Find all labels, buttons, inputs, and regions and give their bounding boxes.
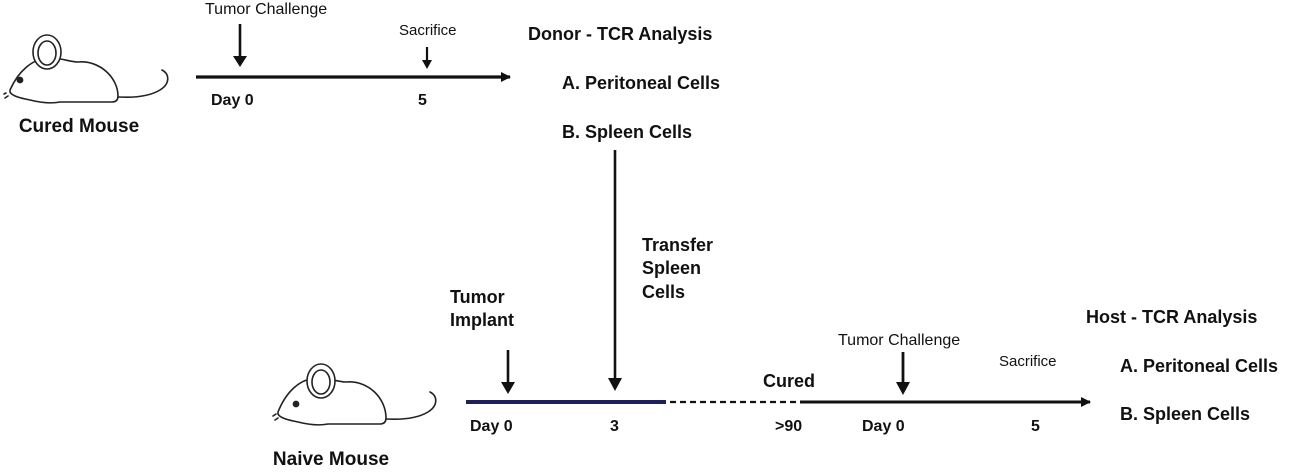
transfer-label-line1: Transfer bbox=[642, 235, 714, 255]
host-analysis-peritoneal: A. Peritoneal Cells bbox=[1120, 356, 1279, 376]
naive-mouse-icon bbox=[272, 363, 437, 426]
donor-analysis-peritoneal: A. Peritoneal Cells bbox=[562, 73, 721, 93]
donor-analysis-title: Donor - TCR Analysis bbox=[528, 24, 713, 44]
donor-day-start: Day 0 bbox=[211, 92, 254, 109]
tumor-implant-label: Tumor Implant bbox=[450, 286, 514, 333]
host-tumor-challenge-label: Tumor Challenge bbox=[838, 332, 961, 349]
transfer-label-line3: Cells bbox=[642, 281, 686, 302]
cured-label: Cured bbox=[763, 371, 816, 391]
transfer-label-line2: Spleen bbox=[642, 258, 702, 279]
tumor-implant-line2: Implant bbox=[450, 310, 515, 331]
host-challenge-day: Day 0 bbox=[862, 418, 905, 435]
host-analysis-spleen: B. Spleen Cells bbox=[1120, 404, 1251, 424]
cured-mouse-icon bbox=[3, 34, 169, 104]
host-day-start: Day 0 bbox=[470, 418, 513, 435]
donor-sacrifice-label: Sacrifice bbox=[399, 22, 457, 39]
host-day-cured: >90 bbox=[775, 418, 803, 435]
donor-tumor-challenge-label: Tumor Challenge bbox=[205, 1, 328, 18]
donor-analysis-spleen: B. Spleen Cells bbox=[562, 122, 693, 142]
host-sacrifice-label: Sacrifice bbox=[999, 353, 1057, 370]
donor-day-end: 5 bbox=[418, 92, 427, 109]
host-analysis-title: Host - TCR Analysis bbox=[1086, 307, 1258, 327]
transfer-label: Transfer Spleen Cells bbox=[642, 234, 713, 304]
naive-mouse-label: Naive Mouse bbox=[273, 449, 389, 470]
host-day-end: 5 bbox=[1031, 418, 1040, 435]
host-day-transfer: 3 bbox=[610, 418, 619, 435]
cured-mouse-label: Cured Mouse bbox=[19, 116, 139, 137]
tumor-implant-line1: Tumor bbox=[450, 287, 505, 307]
